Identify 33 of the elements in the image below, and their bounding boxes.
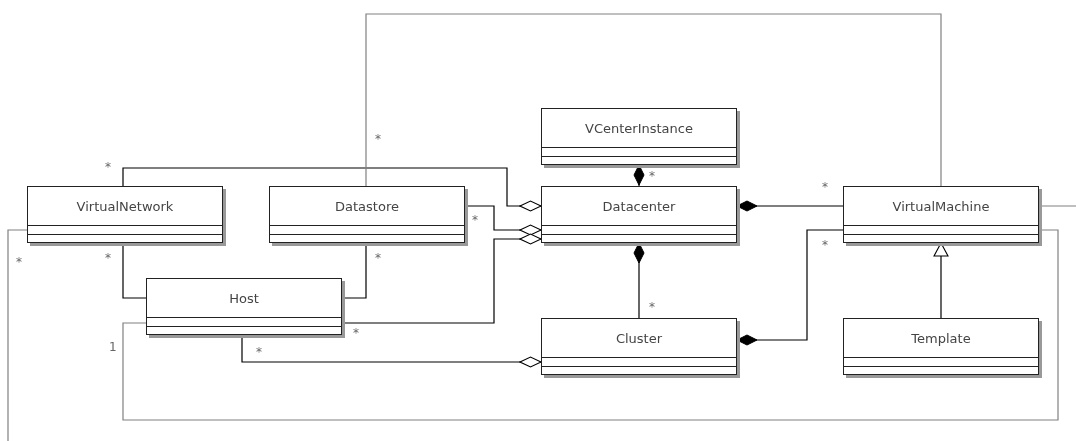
- class-name: VirtualNetwork: [76, 198, 174, 214]
- class-box: [27, 186, 223, 243]
- class-name: VirtualMachine: [892, 198, 990, 214]
- class-box: [541, 318, 737, 375]
- class-box: [843, 186, 1039, 243]
- class-box: [541, 108, 737, 165]
- multiplicity-label: *: [353, 327, 359, 339]
- multiplicity-label: *: [472, 214, 478, 226]
- multiplicity-label: *: [822, 239, 828, 251]
- class-box: [269, 186, 465, 243]
- association-line: [122, 229, 1059, 421]
- class-name: VCenterInstance: [585, 120, 693, 136]
- multiplicity-label: *: [105, 252, 111, 264]
- multiplicity-label: *: [105, 161, 111, 173]
- class-box: [843, 318, 1039, 375]
- association-line: [7, 229, 28, 441]
- association-line: [365, 13, 942, 187]
- class-name: Datacenter: [602, 198, 676, 214]
- multiplicity-label: *: [16, 256, 22, 268]
- multiplicity-label: *: [649, 170, 655, 182]
- multiplicity-label: *: [649, 301, 655, 313]
- multiplicity-label: *: [375, 133, 381, 145]
- multiplicity-label: 1: [109, 341, 117, 353]
- class-name: Cluster: [615, 330, 663, 346]
- class-box: [146, 278, 342, 335]
- class-box: [541, 186, 737, 243]
- class-name: Template: [911, 330, 971, 346]
- multiplicity-label: *: [256, 346, 262, 358]
- multiplicity-label: *: [375, 252, 381, 264]
- multiplicity-label: *: [822, 181, 828, 193]
- class-name: Datastore: [335, 198, 399, 214]
- class-name: Host: [229, 290, 259, 306]
- aggregation-connector: [122, 167, 542, 212]
